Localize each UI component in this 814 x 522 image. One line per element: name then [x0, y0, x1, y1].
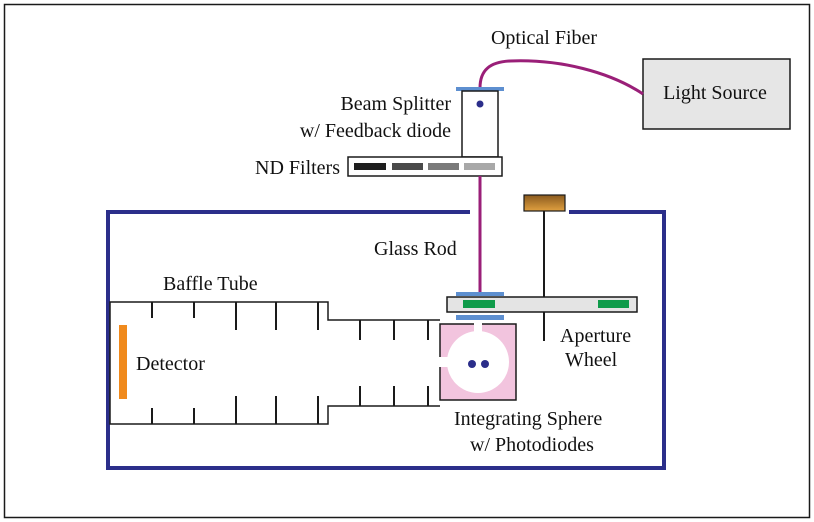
nd-filter-3	[428, 163, 459, 170]
optical-fiber	[478, 59, 644, 96]
aperture-motor	[523, 194, 566, 212]
filter-below-wheel	[456, 315, 504, 320]
feedback-diode	[476, 100, 484, 108]
sphere-left-port	[436, 357, 450, 367]
nd-filters-label: ND Filters	[255, 157, 340, 179]
glass-rod-label: Glass Rod	[374, 238, 457, 260]
integrating-sphere-label-1: Integrating Sphere	[454, 408, 602, 430]
aperture-slot-2	[598, 300, 629, 308]
photodiode-2	[481, 360, 489, 368]
nd-filter-4	[464, 163, 495, 170]
photodiode-1	[468, 360, 476, 368]
baffle-tube	[109, 301, 440, 425]
enclosure-outline	[106, 210, 666, 470]
light-source-box	[642, 58, 791, 130]
sphere-top-port	[474, 320, 482, 334]
aperture-slot-1	[463, 300, 495, 308]
beam-splitter-label-1: Beam Splitter	[340, 93, 451, 115]
integrating-sphere-label-2: w/ Photodiodes	[470, 434, 594, 456]
aperture-wheel-label-2: Wheel	[565, 349, 618, 371]
filter-above-wheel	[456, 292, 504, 296]
baffle-vanes-top	[151, 302, 429, 340]
optical-fiber-label: Optical Fiber	[491, 27, 597, 49]
baffle-tube-label: Baffle Tube	[163, 273, 258, 295]
nd-filter-2	[392, 163, 423, 170]
baffle-vanes-bottom	[151, 386, 429, 424]
detector	[119, 325, 127, 399]
beam-splitter-label-2: w/ Feedback diode	[300, 120, 451, 142]
detector-label: Detector	[136, 353, 205, 375]
aperture-wheel-label-1: Aperture	[560, 325, 631, 347]
light-source-label: Light Source	[663, 82, 767, 104]
integrating-sphere	[447, 331, 509, 393]
nd-filter-1	[354, 163, 386, 170]
nd-filter-bar	[347, 156, 503, 177]
beam-splitter-cap	[456, 87, 504, 91]
